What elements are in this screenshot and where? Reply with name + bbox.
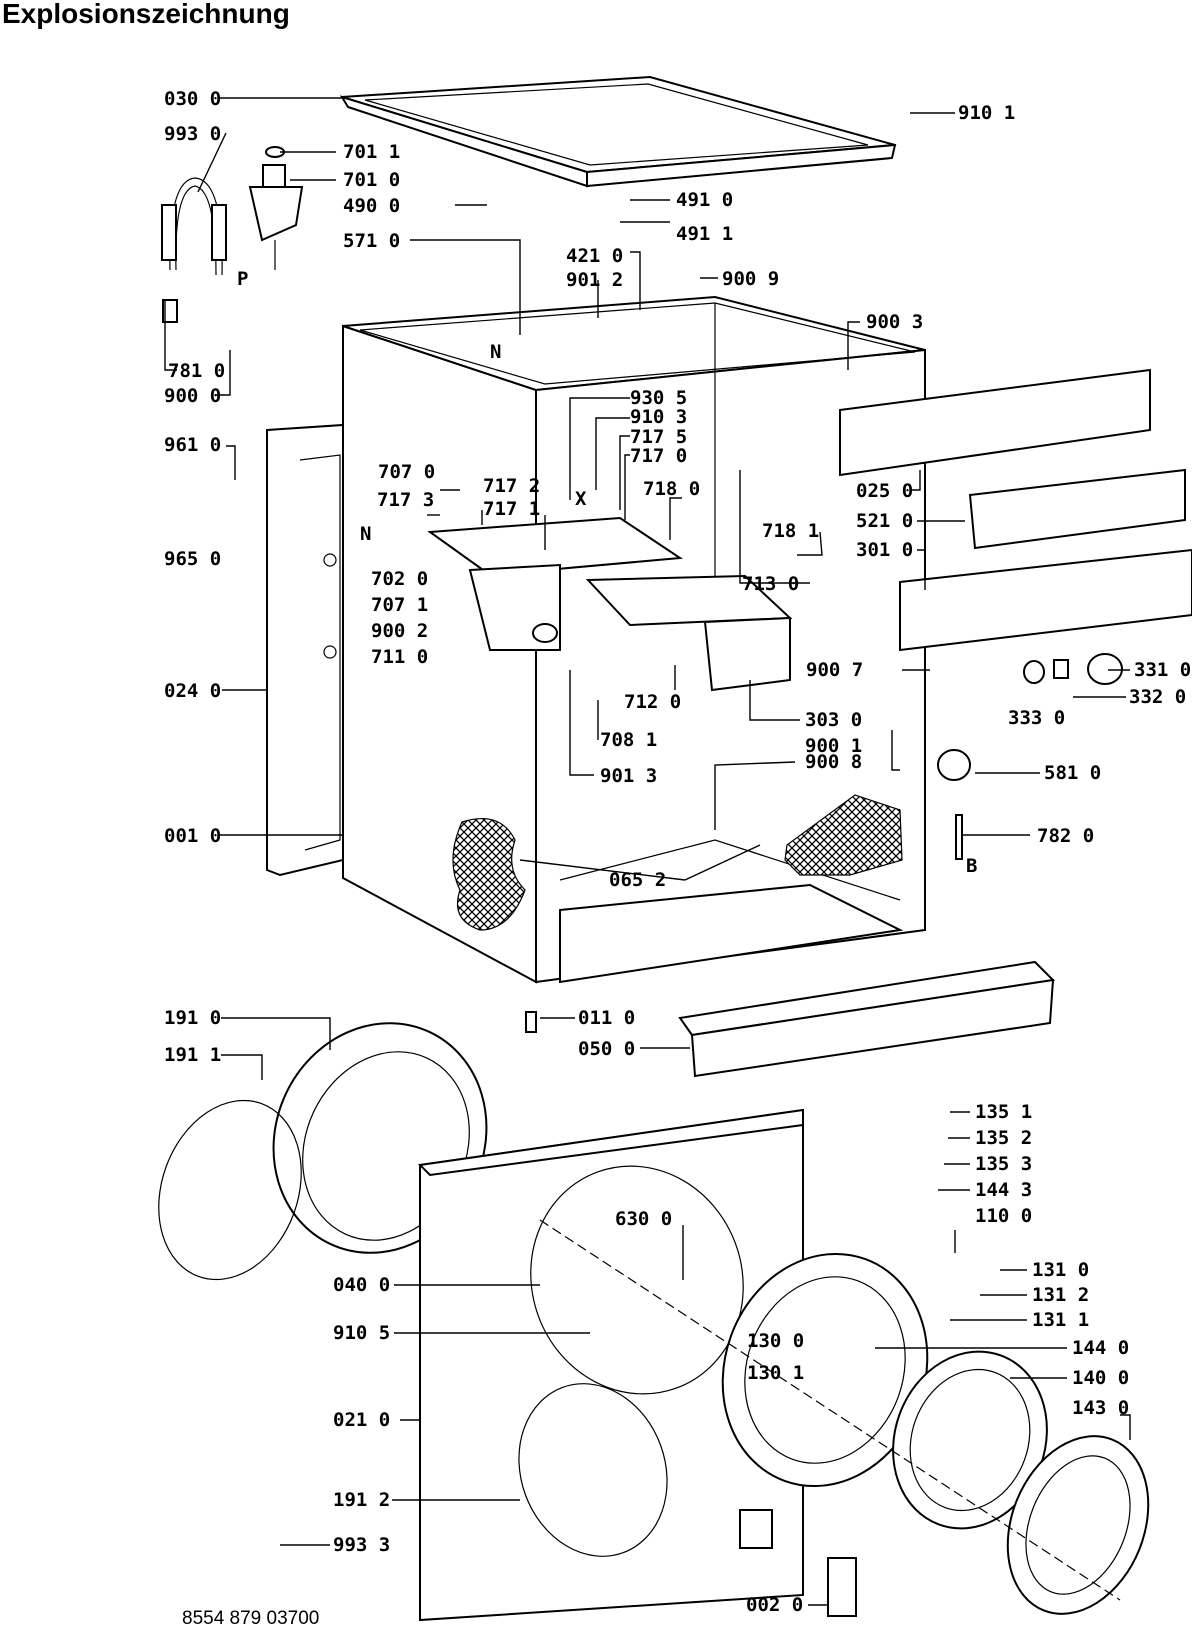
label-717-2: 717 2 <box>483 475 540 497</box>
label-900-8: 900 8 <box>805 751 862 773</box>
hose-assembly-part <box>161 177 227 323</box>
label-191-1: 191 1 <box>164 1044 221 1066</box>
leader-lines <box>164 97 1131 1606</box>
label-930-5: 930 5 <box>630 387 687 409</box>
plinth-part <box>525 960 1056 1078</box>
label-490-0: 490 0 <box>343 195 400 217</box>
label-001-0: 001 0 <box>164 825 221 847</box>
label-421-0: 421 0 <box>566 245 623 267</box>
door-assembly-part <box>539 1219 1150 1615</box>
label-961-0: 961 0 <box>164 434 221 456</box>
label-331-0: 331 0 <box>1134 659 1191 681</box>
label-701-0: 701 0 <box>343 169 400 191</box>
label-630-0: 630 0 <box>615 1208 672 1230</box>
detergent-dispenser-part <box>427 516 793 692</box>
control-panel-parts <box>839 368 1192 685</box>
label-131-0: 131 0 <box>1032 1259 1089 1281</box>
label-191-2: 191 2 <box>333 1489 390 1511</box>
hatched-insulation-part <box>452 794 903 931</box>
label-581-0: 581 0 <box>1044 762 1101 784</box>
label-901-3: 901 3 <box>600 765 657 787</box>
label-701-1: 701 1 <box>343 141 400 163</box>
label-711-0: 711 0 <box>371 646 428 668</box>
letter-b: B <box>966 855 977 877</box>
label-301-0: 301 0 <box>856 539 913 561</box>
label-131-2: 131 2 <box>1032 1284 1089 1306</box>
label-135-3: 135 3 <box>975 1153 1032 1175</box>
label-965-0: 965 0 <box>164 548 221 570</box>
front-panel-part <box>417 1108 857 1622</box>
top-cover-part <box>339 75 897 188</box>
label-065-2: 065 2 <box>609 869 666 891</box>
label-781-0: 781 0 <box>168 360 225 382</box>
letter-n-top: N <box>490 341 501 363</box>
label-708-1: 708 1 <box>600 729 657 751</box>
label-303-0: 303 0 <box>805 709 862 731</box>
label-717-5: 717 5 <box>630 426 687 448</box>
label-333-0: 333 0 <box>1008 707 1065 729</box>
part-labels: 030 0 910 1 993 0 701 1 701 0 490 0 491 … <box>164 88 1191 1616</box>
page-title: Explosionszeichnung <box>2 0 290 29</box>
letter-x: X <box>575 488 587 510</box>
label-332-0: 332 0 <box>1129 686 1186 708</box>
label-021-0: 021 0 <box>333 1409 390 1431</box>
label-050-0: 050 0 <box>578 1038 635 1060</box>
label-900-3: 900 3 <box>866 311 923 333</box>
label-135-1: 135 1 <box>975 1101 1032 1123</box>
assembly-letters: N P X N B <box>237 268 977 877</box>
label-491-1: 491 1 <box>676 223 733 245</box>
label-782-0: 782 0 <box>1037 825 1094 847</box>
backpanel-part <box>266 423 344 877</box>
letter-p: P <box>237 268 248 290</box>
label-713-0: 713 0 <box>742 573 799 595</box>
label-910-1: 910 1 <box>958 102 1015 124</box>
label-993-3: 993 3 <box>333 1534 390 1556</box>
label-901-2: 901 2 <box>566 269 623 291</box>
valve-part <box>248 146 304 270</box>
label-910-5: 910 5 <box>333 1322 390 1344</box>
label-025-0: 025 0 <box>856 480 913 502</box>
label-712-0: 712 0 <box>624 691 681 713</box>
label-144-3: 144 3 <box>975 1179 1032 1201</box>
label-900-0: 900 0 <box>164 385 221 407</box>
label-040-0: 040 0 <box>333 1274 390 1296</box>
label-910-3: 910 3 <box>630 406 687 428</box>
pressure-switch-part <box>937 749 971 860</box>
letter-n-left: N <box>360 523 371 545</box>
label-900-2: 900 2 <box>371 620 428 642</box>
label-131-1: 131 1 <box>1032 1309 1089 1331</box>
label-717-0: 717 0 <box>630 445 687 467</box>
label-707-1: 707 1 <box>371 594 428 616</box>
label-011-0: 011 0 <box>578 1007 635 1029</box>
label-002-0: 002 0 <box>746 1594 803 1616</box>
label-900-1: 900 1 <box>805 735 862 757</box>
label-718-1: 718 1 <box>762 520 819 542</box>
label-140-0: 140 0 <box>1072 1367 1129 1389</box>
label-993-0: 993 0 <box>164 123 221 145</box>
label-491-0: 491 0 <box>676 189 733 211</box>
label-130-0: 130 0 <box>747 1330 804 1352</box>
label-900-9: 900 9 <box>722 268 779 290</box>
label-707-0: 707 0 <box>378 461 435 483</box>
label-110-0: 110 0 <box>975 1205 1032 1227</box>
label-143-0: 143 0 <box>1072 1397 1129 1419</box>
label-144-0: 144 0 <box>1072 1337 1129 1359</box>
label-521-0: 521 0 <box>856 510 913 532</box>
label-717-3: 717 3 <box>377 489 434 511</box>
label-702-0: 702 0 <box>371 568 428 590</box>
label-571-0: 571 0 <box>343 230 400 252</box>
label-135-2: 135 2 <box>975 1127 1032 1149</box>
label-130-1: 130 1 <box>747 1362 804 1384</box>
label-718-0: 718 0 <box>643 478 700 500</box>
label-024-0: 024 0 <box>164 680 221 702</box>
label-030-0: 030 0 <box>164 88 221 110</box>
label-900-7: 900 7 <box>806 659 863 681</box>
document-number: 8554 879 03700 <box>182 1608 320 1629</box>
label-191-0: 191 0 <box>164 1007 221 1029</box>
label-717-1: 717 1 <box>483 498 540 520</box>
